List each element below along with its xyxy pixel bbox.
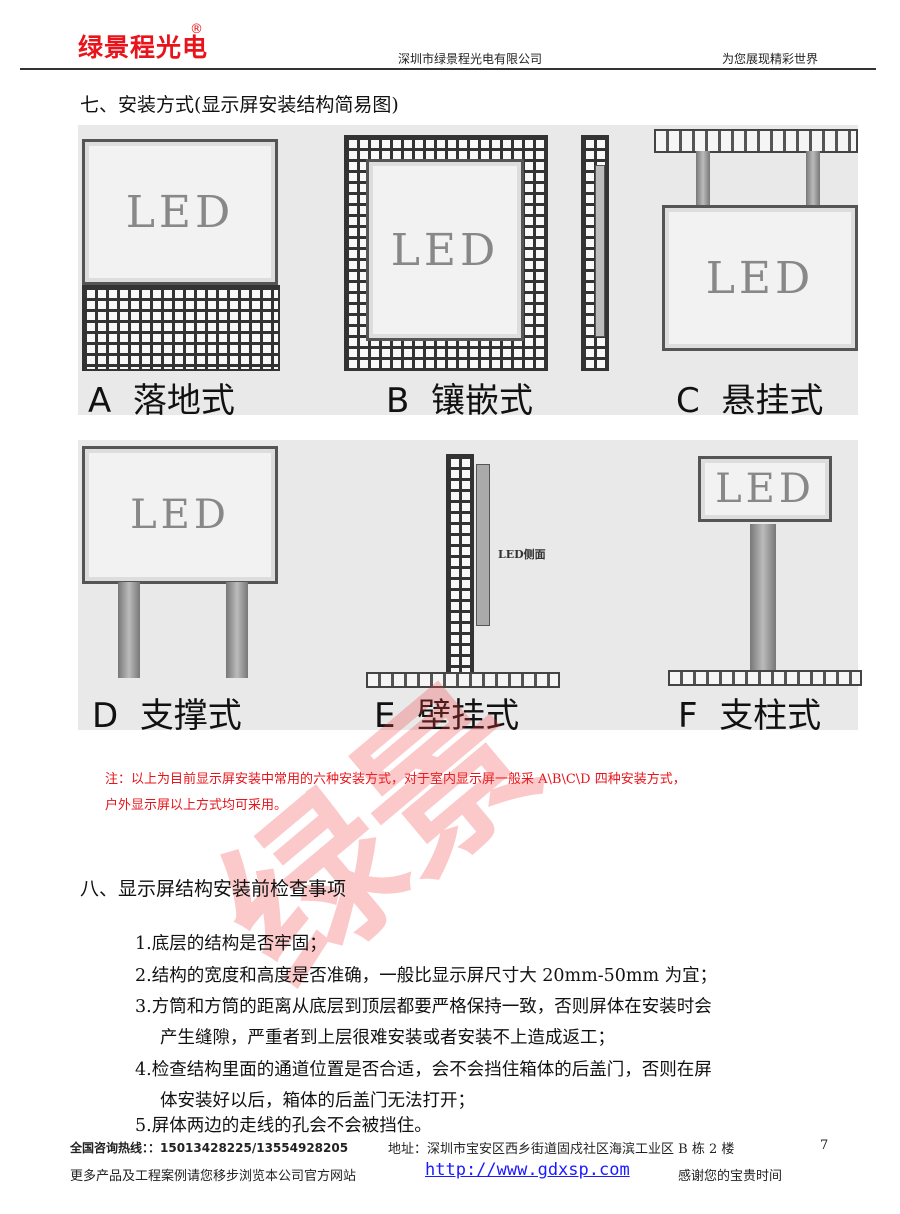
diagram-row-2: LED LED侧面 LED D 支撑式 E 壁挂式 F 支柱式	[78, 440, 862, 736]
header-divider	[20, 68, 876, 70]
company-logo: 绿景程光电	[78, 33, 209, 62]
screen-label: LED	[130, 492, 230, 538]
screen-label: LED	[125, 186, 235, 238]
diagram-a-caption: A 落地式	[88, 381, 235, 421]
checklist-item: 1.底层的结构是否牢固；	[135, 934, 327, 954]
checklist-item-continued: 体安装好以后，箱体的后盖门无法打开；	[160, 1091, 475, 1111]
section7-title: 七、安装方式(显示屏安装结构简易图)	[80, 94, 399, 116]
header-company: 深圳市绿景程光电有限公司	[398, 52, 543, 66]
checklist-item: 2.结构的宽度和高度是否准确，一般比显示屏尺寸大 20mm-50mm 为宜；	[135, 966, 718, 986]
diagram-d-post	[226, 582, 248, 678]
screen-label: LED	[715, 466, 815, 512]
checklist-item: 4.检查结构里面的通道位置是否合适，会不会挡住箱体的后盖门，否则在屏	[135, 1060, 712, 1080]
screen-label: LED	[705, 252, 815, 304]
diagram-c-screen: LED	[662, 205, 858, 351]
diagram-a-brick-base	[82, 285, 280, 371]
diagram-e-caption: E 壁挂式	[374, 696, 520, 736]
footer-thanks: 感谢您的宝贵时间	[678, 1169, 783, 1184]
footer-more-text: 更多产品及工程案例请您移步浏览本公司官方网站	[70, 1169, 357, 1184]
diagram-f-caption: F 支柱式	[678, 696, 822, 736]
section8-title: 八、显示屏结构安装前检查事项	[80, 878, 347, 900]
diagram-d-screen: LED	[82, 446, 278, 584]
diagram-f-column	[750, 524, 776, 672]
checklist-item: 5.屏体两边的走线的孔会不会被挡住。	[135, 1116, 432, 1136]
diagram-c-hanger	[806, 151, 820, 205]
diagram-f-screen: LED	[698, 456, 832, 522]
diagram-e-ground	[366, 672, 560, 688]
diagram-b-caption: B 镶嵌式	[386, 381, 533, 421]
diagram-a-screen: LED	[82, 139, 278, 285]
diagram-c-hanger	[696, 151, 710, 205]
diagram-b-screen: LED	[366, 159, 524, 341]
header-slogan: 为您展现精彩世界	[722, 52, 819, 66]
note-line-1: 注：以上为目前显示屏安装中常用的六种安装方式，对于室内显示屏一般采 A\B\C\…	[105, 772, 686, 787]
diagram-c-caption: C 悬挂式	[676, 381, 824, 421]
diagram-e-wall	[446, 454, 474, 680]
diagram-d-post	[118, 582, 140, 678]
website-link[interactable]: http://www.gdxsp.com	[425, 1160, 630, 1180]
checklist-item-continued: 产生缝隙，严重者到上层很难安装或者安装不上造成返工；	[160, 1028, 615, 1048]
diagram-row-1: LED LED LED A 落地式 B 镶嵌式 C 悬挂式	[78, 125, 858, 421]
diagram-f-ground	[668, 670, 862, 686]
footer-hotline: 全国咨询热线：：15013428225/13554928205	[70, 1141, 349, 1155]
diagram-d-caption: D 支撑式	[92, 696, 242, 736]
diagram-e-side-screen	[476, 464, 490, 626]
footer-address: 地址：深圳市宝安区西乡街道固戍社区海滨工业区 B 栋 2 楼	[388, 1142, 735, 1157]
checklist-item: 3.方筒和方筒的距离从底层到顶层都要严格保持一致，否则屏体在安装时会	[135, 997, 712, 1017]
registered-mark: ®	[190, 22, 203, 37]
diagram-c-ceiling	[654, 129, 858, 153]
diagram-e-label: LED侧面	[498, 548, 546, 561]
note-line-2: 户外显示屏以上方式均可采用。	[105, 798, 288, 813]
diagram-b-side-screen	[595, 165, 605, 337]
page-number: 7	[820, 1138, 829, 1153]
screen-label: LED	[390, 224, 500, 276]
